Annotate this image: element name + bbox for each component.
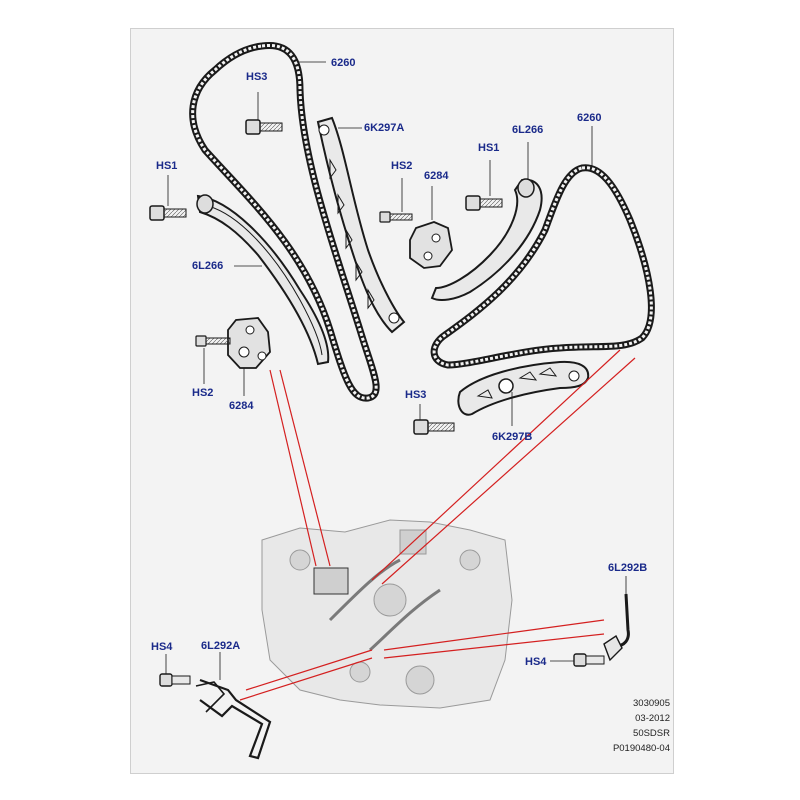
oil-pipe-6l292b [603, 593, 630, 662]
callout-hs2-left: HS2 [192, 387, 214, 399]
bolt-hs3-right [413, 419, 455, 435]
bolt-hs4-right [573, 653, 605, 667]
chain-tensioner-6284-left [227, 317, 271, 369]
bolt-hs2-mid [379, 211, 413, 223]
callout-hs4-left: HS4 [151, 641, 173, 653]
callout-6260-primary-chain: 6260 [331, 57, 356, 69]
chain-tensioner-6284-mid [409, 221, 453, 269]
chain-guide-6l266-left [196, 194, 330, 366]
callout-6k297a: 6K297A [364, 122, 405, 134]
callout-6l266-left: 6L266 [192, 260, 224, 272]
chain-guide-6l266-right [430, 178, 543, 301]
callout-hs3-left: HS3 [246, 71, 268, 83]
callout-6k297b: 6K297B [492, 431, 533, 443]
callout-6284-mid: 6284 [424, 170, 449, 182]
callout-6260-secondary-chain: 6260 [577, 112, 602, 124]
reference-model-code: 50SDSR [633, 728, 670, 739]
locator-lines [239, 349, 636, 701]
timing-chain-primary [189, 41, 380, 402]
timing-chain-secondary [430, 164, 655, 369]
engine-block-illustration [261, 519, 513, 709]
callout-hs3-right: HS3 [405, 389, 427, 401]
callout-6284-left: 6284 [229, 400, 254, 412]
callout-hs1-left: HS1 [156, 160, 178, 172]
callout-6l292a: 6L292A [201, 640, 241, 652]
reference-illustration-id: P0190480-04 [612, 743, 670, 754]
reference-date: 03-2012 [635, 713, 670, 724]
bolt-hs1-left [149, 205, 187, 221]
callout-6l292b: 6L292B [608, 562, 648, 574]
reference-number: 3030905 [633, 698, 670, 709]
bolt-hs1-right [465, 195, 503, 211]
callout-6l266-right: 6L266 [512, 124, 544, 136]
callout-hs4-right: HS4 [525, 656, 547, 668]
bolt-hs4-left [159, 673, 191, 687]
chain-guide-6k297a [316, 116, 406, 334]
callout-leaders [165, 61, 627, 680]
callout-hs1-right: HS1 [478, 142, 500, 154]
oil-pipe-6l292a [195, 678, 272, 760]
bolt-hs3-left [245, 119, 283, 135]
callout-hs2-mid: HS2 [391, 160, 413, 172]
chain-guide-6k297b [457, 360, 590, 416]
bolt-hs2-left [195, 335, 231, 347]
